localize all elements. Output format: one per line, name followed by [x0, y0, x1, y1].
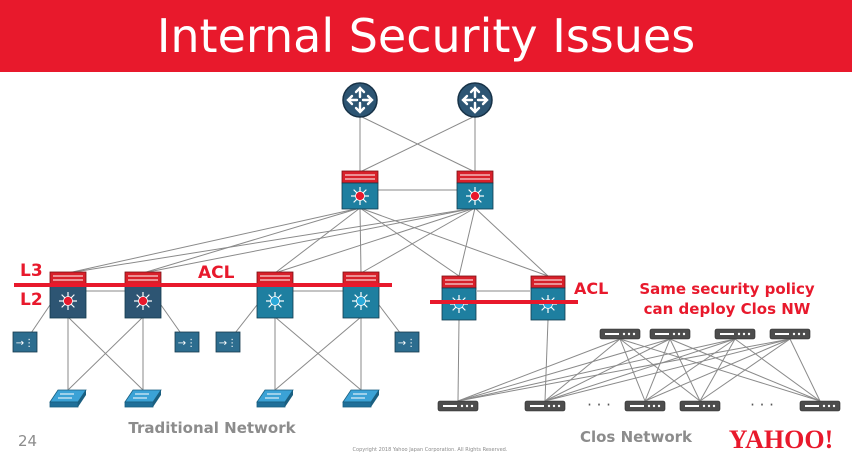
host-icon: →⋮	[174, 331, 200, 353]
policy-note-line2: can deploy Clos NW	[644, 300, 811, 318]
acl-label-traditional: ACL	[198, 263, 235, 283]
access-switch-icon	[49, 389, 87, 408]
host-icon: →⋮	[12, 331, 38, 353]
clos-spine-icon	[530, 275, 566, 321]
clos-ellipsis-right: · · ·	[750, 396, 774, 414]
access-switch-icon	[342, 389, 380, 408]
title-banner	[0, 0, 852, 72]
svg-text:→⋮: →⋮	[219, 338, 237, 349]
svg-text:→⋮: →⋮	[398, 338, 416, 349]
host-icon: →⋮	[215, 331, 241, 353]
server-icon	[524, 400, 566, 412]
clos-leaf-icon	[599, 328, 641, 340]
layer3-label: L3	[20, 261, 43, 281]
clos-ellipsis-left: · · ·	[587, 396, 611, 414]
l3-switch-icon	[124, 271, 162, 319]
yahoo-logo: YAHOO!	[729, 425, 834, 453]
copyright-text: Copyright 2018 Yahoo Japan Corporation. …	[353, 447, 508, 453]
svg-text:→⋮: →⋮	[16, 338, 34, 349]
l3-switch-icon	[49, 271, 87, 319]
access-switch-icon	[124, 389, 162, 408]
traditional-network-label: Traditional Network	[128, 419, 296, 437]
access-switch-icon	[256, 389, 294, 408]
policy-note-line1: Same security policy	[639, 280, 815, 298]
clos-leaf-icon	[769, 328, 811, 340]
slide-title: Internal Security Issues	[156, 9, 696, 63]
page-number: 24	[18, 432, 37, 450]
server-icon	[437, 400, 479, 412]
network-links	[24, 115, 821, 402]
clos-network-label: Clos Network	[580, 428, 693, 446]
router-icon	[342, 82, 378, 118]
clos-leaf-icon	[649, 328, 691, 340]
acl-label-clos: ACL	[574, 279, 608, 298]
server-icon	[679, 400, 721, 412]
router-icon	[457, 82, 493, 118]
server-icon	[799, 400, 841, 412]
server-icon	[624, 400, 666, 412]
l3-switch-icon	[342, 271, 380, 319]
svg-text:→⋮: →⋮	[178, 338, 196, 349]
core-switch-icon	[456, 170, 494, 210]
layer2-label: L2	[20, 290, 43, 310]
l3-switch-icon	[256, 271, 294, 319]
host-icon: →⋮	[394, 331, 420, 353]
core-switch-icon	[341, 170, 379, 210]
network-devices: →⋮ →⋮ →⋮ →⋮	[12, 82, 841, 412]
clos-leaf-icon	[714, 328, 756, 340]
clos-spine-icon	[441, 275, 477, 321]
